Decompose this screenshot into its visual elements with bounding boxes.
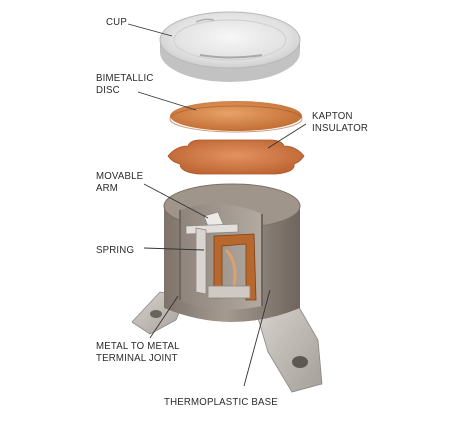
label-spring: SPRING <box>96 244 135 256</box>
bimetallic-disc <box>169 101 303 133</box>
label-bimetallic-disc: BIMETALLIC DISC <box>96 72 154 96</box>
cup <box>159 11 301 82</box>
kapton-insulator <box>167 139 305 175</box>
movable-arm <box>185 211 239 295</box>
label-movable-arm: MOVABLE ARM <box>96 170 144 194</box>
leader-lines <box>127 23 307 387</box>
label-terminal-joint: METAL TO METAL TERMINAL JOINT <box>96 340 180 364</box>
label-thermoplastic-base: THERMOPLASTIC BASE <box>164 396 278 408</box>
spring <box>207 233 257 301</box>
label-kapton-insulator: KAPTON INSULATOR <box>312 110 369 134</box>
label-cup: CUP <box>106 16 127 28</box>
